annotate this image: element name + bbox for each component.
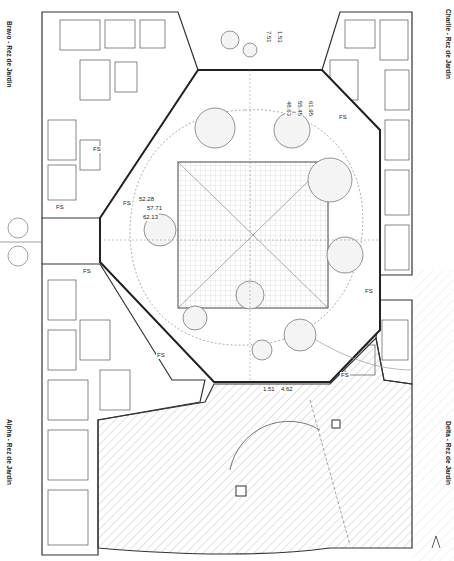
wing-name: Charlie - Rez de Jardin xyxy=(444,8,452,80)
dimension-lines xyxy=(100,70,380,382)
fire-exit-mark: FS xyxy=(122,200,132,207)
dimension: 1.51 xyxy=(262,386,276,393)
dimension: 57.71 xyxy=(146,205,163,212)
path xyxy=(300,330,412,370)
rooms xyxy=(48,20,409,545)
axis-line xyxy=(310,400,350,545)
plaza xyxy=(178,162,328,308)
dimension: 4.62 xyxy=(280,386,294,393)
garden xyxy=(130,110,363,345)
wing-name: Alpha - Rez de Jardin xyxy=(5,418,13,486)
dimension: 1.53 xyxy=(276,30,283,44)
courtyard-wall xyxy=(100,70,380,382)
dimension: 62.13 xyxy=(142,214,159,221)
fire-exit-mark: FS xyxy=(156,352,166,359)
trees xyxy=(144,31,363,360)
curve-wall xyxy=(230,421,320,470)
dimension: 7.51 xyxy=(265,30,272,44)
dimension: 52.28 xyxy=(138,196,155,203)
wing-name: Bravo - Rez de Jardin xyxy=(5,20,13,88)
fire-exit-mark: FS xyxy=(340,372,350,379)
plaza-diagonals xyxy=(178,162,328,308)
fire-exit-mark: FS xyxy=(338,114,348,121)
dimension: 55.45 xyxy=(296,100,303,117)
site-hatch xyxy=(412,270,454,561)
fire-exit-mark: FS xyxy=(55,204,65,211)
column xyxy=(332,420,340,428)
wing-name: Delta - Rez de Jardin xyxy=(444,420,452,486)
dimension: 61.95 xyxy=(307,100,314,117)
north-arrow xyxy=(432,536,440,548)
wing-walls xyxy=(42,12,412,555)
entrance xyxy=(0,218,42,266)
dimension: 48.63 xyxy=(285,100,292,117)
fire-exit-mark: FS xyxy=(92,146,102,153)
column xyxy=(236,486,246,496)
fire-exit-mark: FS xyxy=(364,288,374,295)
fire-exit-mark: FS xyxy=(82,268,92,275)
